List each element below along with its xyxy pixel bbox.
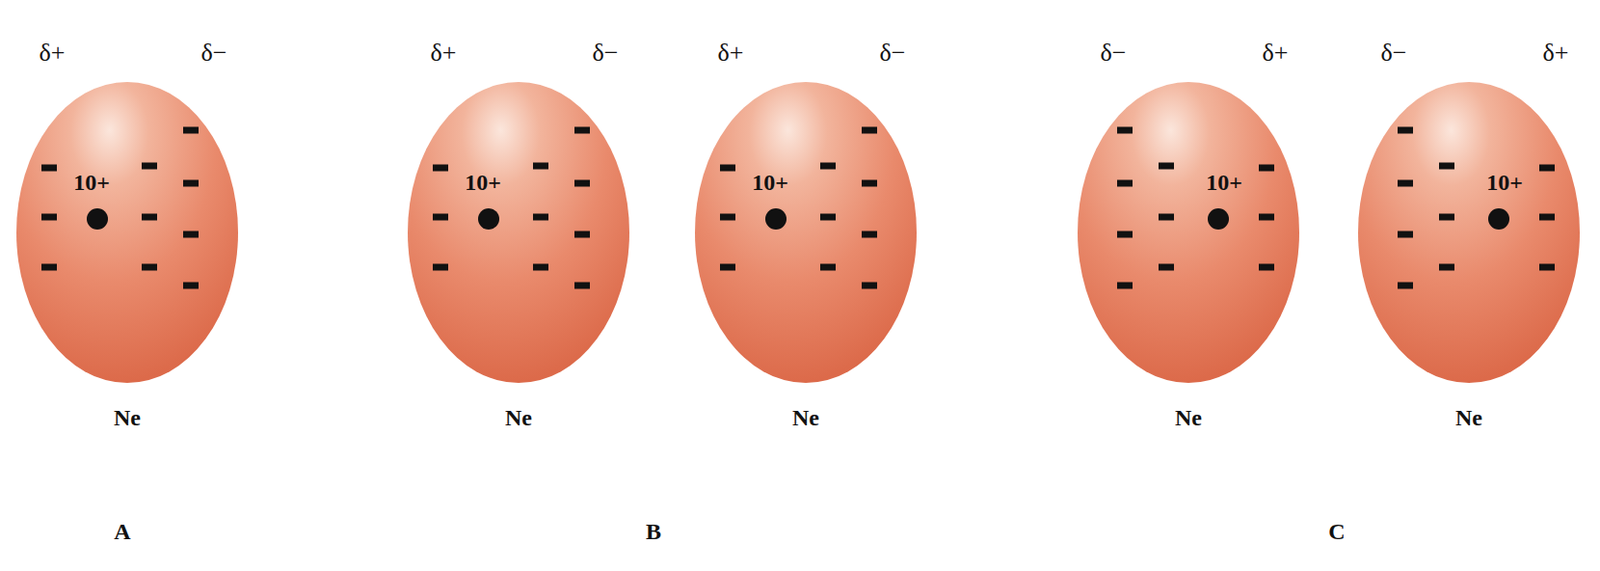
electron-dash <box>41 164 57 172</box>
nucleus-dot <box>1207 208 1229 230</box>
electron-dash <box>1117 231 1133 239</box>
partial-charge-label: δ− <box>592 40 619 66</box>
electron-dash <box>1258 264 1275 271</box>
electron-cloud <box>1357 80 1581 384</box>
partial-charge-label: δ+ <box>430 40 457 66</box>
electron-dash <box>533 213 549 221</box>
electron-dash <box>861 282 878 290</box>
electron-dash <box>1397 282 1414 290</box>
nuclear-charge-label: 10+ <box>751 170 789 194</box>
nucleus-dot <box>1488 208 1510 230</box>
electron-dash <box>1539 264 1555 271</box>
electron-dash <box>861 180 878 187</box>
partial-charge-label: δ+ <box>1543 40 1570 66</box>
electron-dash <box>1117 127 1133 134</box>
element-symbol: Ne <box>1174 405 1202 429</box>
element-symbol: Ne <box>1455 405 1483 429</box>
electron-dash <box>1539 164 1555 172</box>
neon-atom: δ+δ−10+Ne <box>693 80 918 384</box>
electron-dash <box>183 282 199 290</box>
element-symbol: Ne <box>792 405 820 429</box>
panel-letter: B <box>645 519 662 543</box>
neon-atom: δ+δ−10+Ne <box>406 80 631 384</box>
atom-ellipse <box>1077 81 1300 383</box>
electron-dash <box>1158 162 1174 170</box>
nucleus-dot <box>478 208 500 230</box>
element-symbol: Ne <box>505 405 533 429</box>
electron-dash <box>574 282 590 290</box>
electron-dash <box>574 180 590 187</box>
electron-dash <box>141 213 158 221</box>
electron-dash <box>861 127 878 134</box>
electron-dash <box>1439 264 1455 271</box>
electron-dash <box>1439 213 1455 221</box>
electron-dash <box>1258 164 1275 172</box>
electron-dash <box>432 213 449 221</box>
electron-dash <box>1158 264 1174 271</box>
electron-dash <box>183 231 199 239</box>
panel-letter: A <box>113 519 131 543</box>
partial-charge-label: δ+ <box>39 40 66 66</box>
atom-ellipse <box>407 81 630 383</box>
nuclear-charge-label: 10+ <box>464 170 502 194</box>
panel-letter: C <box>1328 519 1345 543</box>
electron-dash <box>574 231 590 239</box>
electron-dash <box>1117 282 1133 290</box>
electron-dash <box>1258 213 1275 221</box>
electron-dash <box>720 264 736 271</box>
electron-dash <box>1117 180 1133 187</box>
electron-dash <box>183 180 199 187</box>
nuclear-charge-label: 10+ <box>1205 170 1243 194</box>
atom-ellipse <box>1358 81 1580 383</box>
electron-dash <box>1397 231 1414 239</box>
partial-charge-label: δ+ <box>718 40 745 66</box>
electron-dash <box>1397 180 1414 187</box>
electron-dash <box>720 213 736 221</box>
electron-cloud <box>406 80 631 384</box>
neon-atom: δ−δ+10+Ne <box>1076 80 1301 384</box>
partial-charge-label: δ− <box>201 40 228 66</box>
nuclear-charge-label: 10+ <box>1486 170 1523 194</box>
electron-dash <box>41 264 57 271</box>
electron-dash <box>861 231 878 239</box>
neon-atom: δ−δ+10+Ne <box>1357 80 1581 384</box>
electron-dash <box>533 162 549 170</box>
nucleus-dot <box>86 208 108 230</box>
electron-cloud <box>693 80 918 384</box>
element-symbol: Ne <box>113 405 141 429</box>
partial-charge-label: δ− <box>1100 40 1127 66</box>
electron-dash <box>432 164 449 172</box>
nucleus-dot <box>765 208 787 230</box>
electron-cloud <box>15 80 240 384</box>
electron-dash <box>141 264 158 271</box>
electron-dash <box>533 264 549 271</box>
electron-dash <box>574 127 590 134</box>
electron-dash <box>720 164 736 172</box>
electron-dash <box>141 162 158 170</box>
nuclear-charge-label: 10+ <box>73 170 110 194</box>
electron-dash <box>1539 213 1555 221</box>
electron-dash <box>1439 162 1455 170</box>
neon-atom: δ+δ−10+Ne <box>15 80 240 384</box>
partial-charge-label: δ+ <box>1262 40 1289 66</box>
electron-cloud <box>1076 80 1301 384</box>
partial-charge-label: δ− <box>880 40 907 66</box>
electron-dash <box>1397 127 1414 134</box>
partial-charge-label: δ− <box>1381 40 1408 66</box>
electron-dash <box>432 264 449 271</box>
electron-dash <box>183 127 199 134</box>
electron-dash <box>1158 213 1174 221</box>
electron-dash <box>820 162 836 170</box>
electron-dash <box>41 213 57 221</box>
electron-dash <box>820 213 836 221</box>
atom-ellipse <box>694 81 917 383</box>
atom-ellipse <box>16 81 239 383</box>
electron-dash <box>820 264 836 271</box>
